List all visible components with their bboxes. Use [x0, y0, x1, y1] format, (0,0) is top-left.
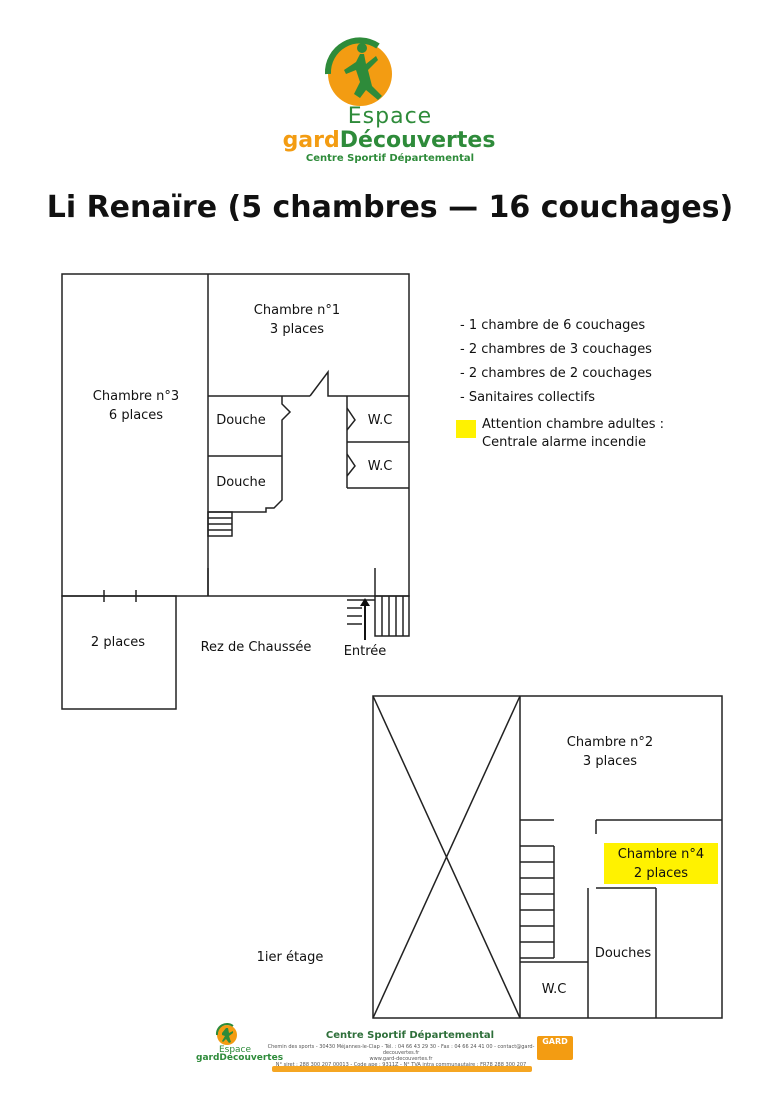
legend-item: - 2 chambres de 2 couchages	[460, 366, 652, 381]
legend-list: - 1 chambre de 6 couchages - 2 chambres …	[460, 314, 652, 410]
chambre-1-places: 3 places	[269, 322, 325, 337]
chambre-2-places: 3 places	[582, 754, 638, 769]
first-floor-wc-label: W.C	[541, 982, 567, 997]
wc-2-label: W.C	[367, 459, 393, 474]
gard-department-badge: GARD	[537, 1036, 573, 1060]
first-floor-label: 1ier étage	[256, 950, 324, 965]
ground-floor-label: Rez de Chaussée	[200, 640, 312, 655]
footer-address-line1: Chemin des sports - 30430 Méjannes-le-Cl…	[267, 1044, 535, 1056]
chambre-1-label: Chambre n°1 3 places	[222, 301, 372, 339]
chambre-4-places: 2 places	[633, 866, 689, 881]
wc-1-label: W.C	[367, 413, 393, 428]
chambre-4-label: Chambre n°4 2 places	[604, 845, 718, 883]
logo-gard-word: gard	[282, 128, 340, 153]
footer-address-line2: www.gard-decouvertes.fr	[369, 1056, 433, 1062]
legend-item: - 1 chambre de 6 couchages	[460, 318, 646, 333]
logo-decouvertes-word: Découvertes	[339, 128, 496, 153]
footer-address-line3: N° siret : 288 300 207 00013 - Code ape …	[275, 1062, 527, 1068]
legend-item: - Sanitaires collectifs	[460, 390, 596, 405]
chambre-3-name: Chambre n°3	[92, 389, 180, 404]
footer-centre-name: Centre Sportif Départemental	[325, 1030, 495, 1041]
chambre-4-name: Chambre n°4	[617, 847, 705, 862]
legend-attention-line1: Attention chambre adultes :	[482, 417, 665, 432]
footer-band	[272, 1066, 532, 1072]
douches-label: Douches	[594, 946, 652, 961]
page-title: Li Renaïre (5 chambres — 16 couchages)	[46, 190, 734, 225]
small-room-places-label: 2 places	[90, 635, 146, 650]
legend-attention-text: Attention chambre adultes : Centrale ala…	[482, 416, 664, 452]
legend-attention-line2: Centrale alarme incendie	[482, 435, 647, 450]
footer-logo-icon	[215, 1023, 237, 1045]
chambre-1-name: Chambre n°1	[253, 303, 341, 318]
legend-yellow-swatch	[456, 420, 476, 438]
footer-logo-gard: gardDécouvertes	[196, 1053, 284, 1063]
chambre-2-name: Chambre n°2	[566, 735, 654, 750]
chambre-3-label: Chambre n°3 6 places	[66, 387, 206, 425]
footer-logo-espace: Espace	[218, 1045, 252, 1055]
chambre-4-highlight	[604, 843, 718, 884]
entrance-label: Entrée	[343, 644, 387, 659]
espace-gard-logo-icon	[324, 37, 392, 106]
logo-espace-text: Espace	[347, 104, 433, 129]
chambre-3-places: 6 places	[108, 408, 164, 423]
douche-1-label: Douche	[216, 413, 266, 428]
logo-subtitle: Centre Sportif Départemental	[305, 153, 475, 164]
douche-2-label: Douche	[216, 475, 266, 490]
chambre-2-label: Chambre n°2 3 places	[540, 733, 680, 771]
footer-address: Chemin des sports - 30430 Méjannes-le-Cl…	[266, 1044, 536, 1068]
logo-gard-decouvertes-text: gardDécouvertes	[274, 128, 504, 153]
legend-item: - 2 chambres de 3 couchages	[460, 342, 652, 357]
